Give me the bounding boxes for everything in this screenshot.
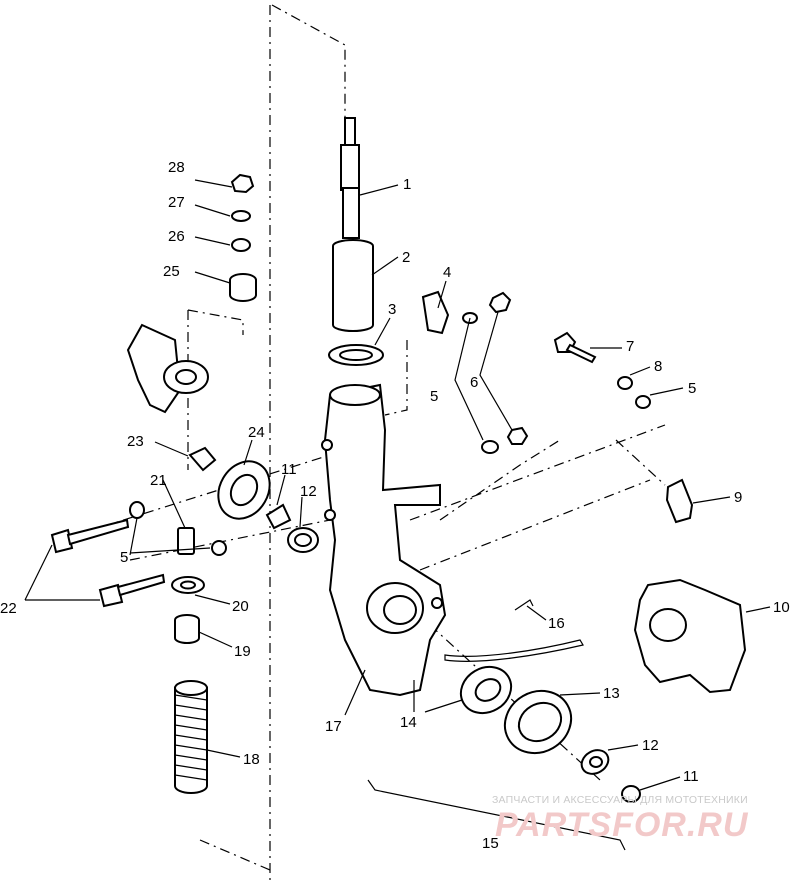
callout-22: 22 — [0, 600, 17, 617]
callout-9: 9 — [734, 489, 742, 506]
bolt-part-7 — [553, 331, 597, 364]
callout-19: 19 — [234, 643, 251, 660]
callout-4: 4 — [443, 264, 451, 281]
callout-10: 10 — [773, 599, 790, 616]
watermark-caption: ЗАПЧАСТИ И АКСЕССУАРЫ ДЛЯ МОТОТЕХНИКИ — [492, 794, 748, 806]
callout-7: 7 — [626, 338, 634, 355]
hub-stack — [459, 665, 641, 803]
callout-18: 18 — [243, 751, 260, 768]
sleeve-part-2 — [332, 239, 374, 332]
callout-2: 2 — [402, 249, 410, 266]
callout-27: 27 — [168, 194, 185, 211]
callout-11: 11 — [683, 768, 699, 785]
callout-5: 5 — [120, 549, 128, 566]
callout-20: 20 — [232, 598, 249, 615]
callout-28: 28 — [168, 159, 185, 176]
pad-part-9 — [665, 478, 694, 524]
callout-11: 11 — [281, 461, 297, 478]
callout-5: 5 — [430, 388, 438, 405]
hardware-stack-top — [229, 173, 257, 302]
spring-part-18 — [174, 614, 208, 794]
caliper-part-10 — [633, 578, 747, 694]
watermark: ЗАПЧАСТИ И АКСЕССУАРЫ ДЛЯ МОТОТЕХНИКИ PA… — [492, 794, 749, 844]
callout-17: 17 — [325, 718, 342, 735]
alignment-lines — [59, 4, 666, 880]
callout-1: 1 — [403, 176, 411, 193]
mount-bracket — [126, 323, 209, 414]
left-fasteners — [50, 446, 319, 608]
washer-part-3 — [328, 344, 384, 366]
callout-25: 25 — [163, 263, 180, 280]
callout-26: 26 — [168, 228, 185, 245]
callout-14: 14 — [400, 714, 417, 731]
clip-part-16 — [444, 599, 584, 662]
callout-8: 8 — [654, 358, 662, 375]
bracket-part-4 — [421, 290, 450, 335]
callout-24: 24 — [248, 424, 265, 441]
callout-13: 13 — [603, 685, 620, 702]
callout-12: 12 — [642, 737, 659, 754]
callout-5: 5 — [688, 380, 696, 397]
callout-12: 12 — [300, 483, 317, 500]
callout-15: 15 — [482, 835, 499, 852]
callout-3: 3 — [388, 301, 396, 318]
washers-nuts — [129, 291, 651, 556]
watermark-brand: PARTSFOR.RU — [495, 806, 749, 844]
shaft-part-1 — [340, 117, 360, 239]
steering-knuckle-part-17 — [321, 383, 447, 697]
leader-lines — [24, 179, 771, 851]
callout-21: 21 — [150, 472, 167, 489]
callout-labels: 1 2 3 4 5 6 7 8 5 9 10 16 13 12 11 14 17… — [0, 159, 790, 852]
callout-23: 23 — [127, 433, 144, 450]
callout-6: 6 — [470, 374, 478, 391]
callout-16: 16 — [548, 615, 565, 632]
